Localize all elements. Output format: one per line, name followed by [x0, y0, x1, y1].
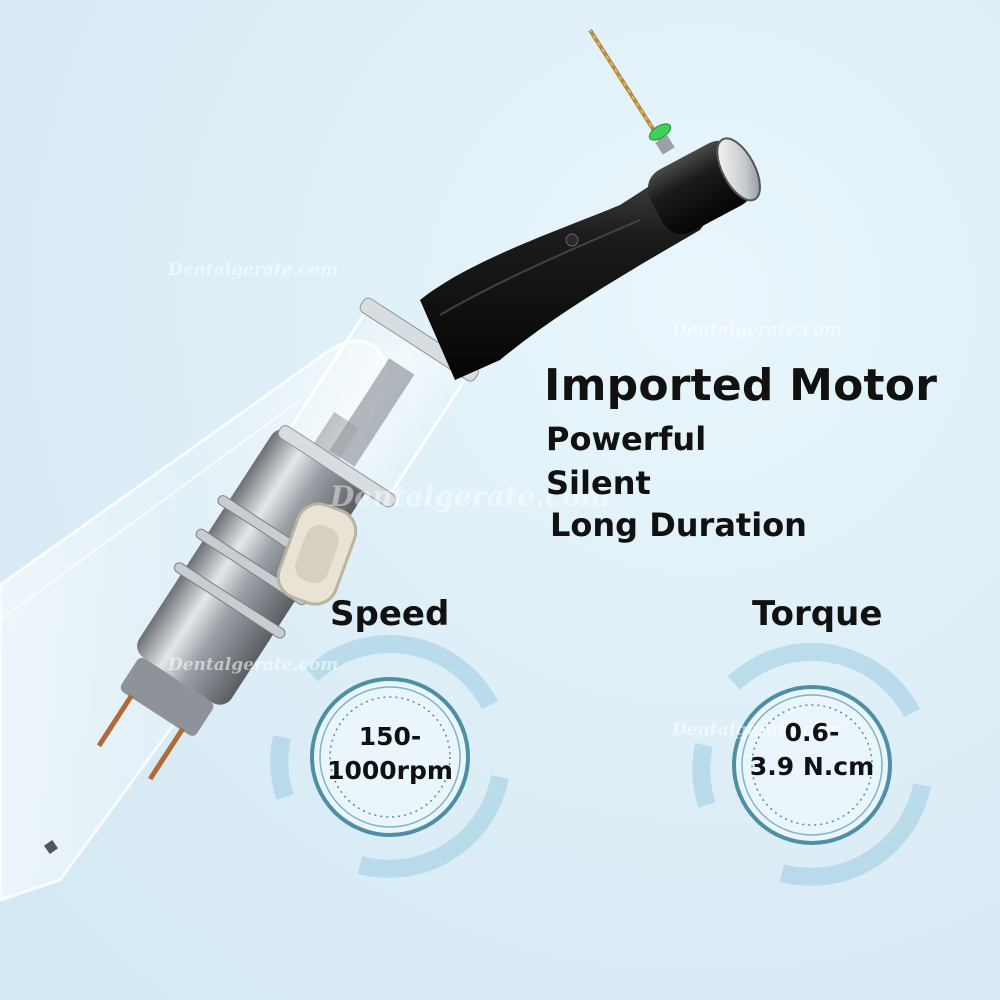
torque-value-line-2: 3.9 N.cm: [749, 752, 875, 781]
torque-value-line-1: 0.6-: [784, 718, 840, 747]
speed-label: Speed: [330, 594, 450, 634]
feature-silent: Silent: [546, 464, 651, 502]
speed-value-line-2: 1000rpm: [327, 756, 453, 785]
feature-long-duration: Long Duration: [550, 506, 807, 544]
speed-value-line-1: 150-: [358, 722, 422, 751]
watermark-text: Dentalgerate.com: [672, 720, 843, 740]
watermark-text: Dentalgerate.com: [168, 655, 339, 675]
watermark-text: Dentalgerate.com: [168, 260, 339, 280]
torque-value: 0.6- 3.9 N.cm: [697, 716, 927, 784]
feature-powerful: Powerful: [546, 420, 707, 458]
torque-label: Torque: [752, 594, 883, 634]
watermark-text: Dentalgerate.com: [330, 480, 611, 513]
watermark-text: Dentalgerate.com: [672, 320, 843, 340]
speed-value: 150- 1000rpm: [275, 720, 505, 788]
headline: Imported Motor: [544, 360, 938, 411]
